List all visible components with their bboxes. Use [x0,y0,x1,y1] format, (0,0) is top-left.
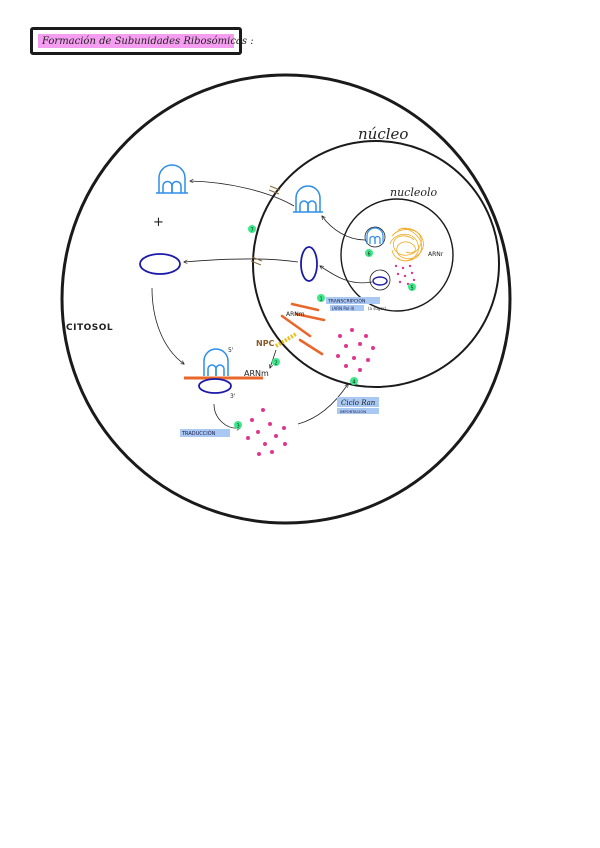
arrow-assembly [151,287,184,364]
cytosol-protein-dots [246,408,287,456]
title-highlight: Formación de Subunidades Ribosómicas : [38,34,254,48]
nucleolus-small-subunit [372,276,388,286]
svg-text:6: 6 [368,252,371,258]
cell-outline [60,73,512,525]
cytosol-small-subunit [139,253,181,275]
nucleus-label: núcleo [358,125,408,143]
rrna-label: ARNr [428,251,444,258]
plus-sign: + [153,215,164,230]
transcription-tag: TRANSCRIPCIÓN (ARN Pol II) (a sugar) [326,297,387,311]
arrow-import [297,384,348,425]
step-badge-4: 4 [350,377,358,386]
svg-text:2: 2 [275,361,278,367]
npc-pore [274,332,298,348]
assembled-ribosome [184,348,263,394]
nuclear-mrna-label: ARNm [286,311,305,318]
cytosol-large-subunit [156,164,188,194]
arrow-export-large [190,181,295,207]
nucleolus-large-subunit [366,227,384,244]
npc-label: NPC [256,339,275,348]
nuclear-protein-dots [336,328,375,372]
arrow-mrna-export [270,349,277,368]
arrow-nucleolus-to-large [322,216,366,241]
three-prime-label: 3' [230,393,236,400]
arrow-nucleolus-to-small [320,266,373,284]
translation-tag: TRADUCCIÓN [180,429,230,437]
svg-text:7: 7 [251,228,254,234]
svg-text:5: 5 [411,286,414,292]
rrna-tangle [389,227,424,262]
nucleolus-label: nucleolo [390,186,437,199]
arrow-export-small [184,258,299,262]
svg-text:1: 1 [320,297,323,303]
svg-text:IMPORTACIÓN: IMPORTACIÓN [340,409,366,414]
five-prime-label: 5' [228,347,234,354]
nuclear-mrna-strands [280,302,326,356]
pore-marks [250,185,281,266]
nuclear-large-subunit [293,185,323,213]
svg-text:(a sugar): (a sugar) [368,306,387,311]
nucleolus-large-subunit-ring [364,226,386,248]
step-badge-5: 5 [408,283,416,292]
svg-text:TRADUCCIÓN: TRADUCCIÓN [181,430,216,437]
nucleus-outline [252,140,500,388]
step-badge-1: 1 [317,294,325,303]
svg-text:3: 3 [237,424,240,430]
nucleolus-outline [340,198,454,312]
ran-cycle-tag: Ciclo Ran IMPORTACIÓN [337,397,379,414]
step-badge-3: 3 [234,421,242,430]
cytosol-label: CITOSOL [66,323,113,333]
svg-text:Ciclo Ran: Ciclo Ran [341,399,376,407]
cytosol-mrna-label: ARNm [244,369,269,378]
nuclear-small-subunit [300,246,318,282]
svg-text:TRANSCRIPCIÓN: TRANSCRIPCIÓN [327,298,365,305]
step-badge-6: 6 [365,249,373,258]
page-title: Formación de Subunidades Ribosómicas : [42,35,254,47]
nucleolus-protein-dots [394,264,416,286]
nucleolus-small-subunit-ring [369,269,391,291]
step-badge-7: 7 [248,225,256,234]
svg-text:4: 4 [353,380,356,386]
step-badge-2: 2 [272,358,280,367]
svg-text:(ARN Pol II): (ARN Pol II) [332,306,355,311]
title-box: Formación de Subunidades Ribosómicas : [30,27,254,55]
